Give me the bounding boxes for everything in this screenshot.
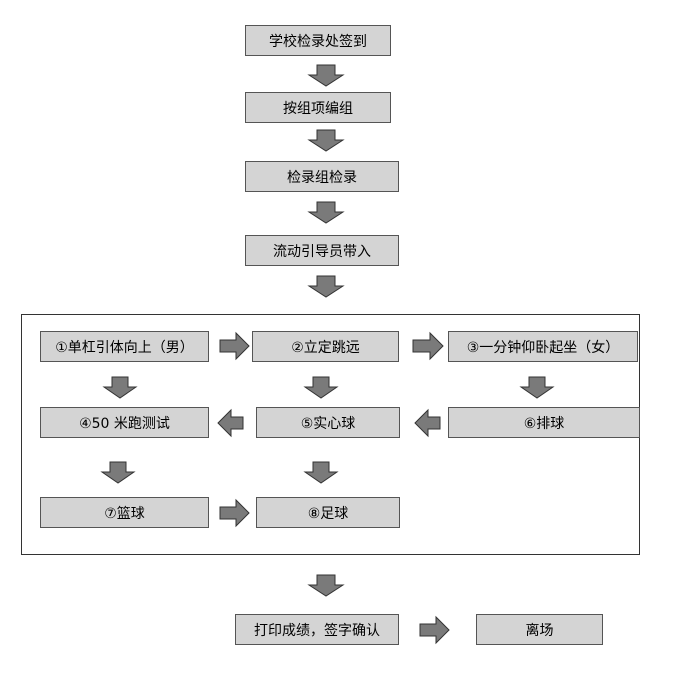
arrow-right-1	[219, 331, 250, 361]
arrow-down-8	[100, 461, 136, 484]
arrow-right-3	[219, 498, 250, 528]
step-leave: 离场	[476, 614, 603, 645]
step-group-check: 检录组检录	[245, 161, 399, 192]
station-1: ①单杠引体向上（男）	[40, 331, 209, 362]
arrow-down-10	[307, 574, 345, 597]
step-guide: 流动引导员带入	[245, 235, 399, 266]
station-7: ⑦篮球	[40, 497, 209, 528]
arrow-right-4	[419, 615, 450, 645]
station-6: ⑥排球	[448, 407, 640, 438]
step-print-confirm: 打印成绩，签字确认	[235, 614, 399, 645]
step-grouping: 按组项编组	[245, 92, 391, 123]
arrow-down-6	[303, 376, 339, 399]
arrow-down-1	[307, 64, 345, 87]
station-2: ②立定跳远	[252, 331, 399, 362]
arrow-down-2	[307, 129, 345, 152]
station-3: ③一分钟仰卧起坐（女）	[448, 331, 638, 362]
station-5: ⑤实心球	[256, 407, 400, 438]
arrow-down-5	[102, 376, 138, 399]
step-checkin: 学校检录处签到	[245, 25, 391, 56]
arrow-down-3	[307, 201, 345, 224]
station-8: ⑧足球	[256, 497, 400, 528]
arrow-right-2	[412, 331, 444, 361]
arrow-down-4	[307, 275, 345, 298]
station-4: ④50 米跑测试	[40, 407, 209, 438]
arrow-down-7	[519, 376, 555, 399]
arrow-down-9	[303, 461, 339, 484]
arrow-left-2	[414, 408, 441, 438]
arrow-left-1	[217, 408, 244, 438]
